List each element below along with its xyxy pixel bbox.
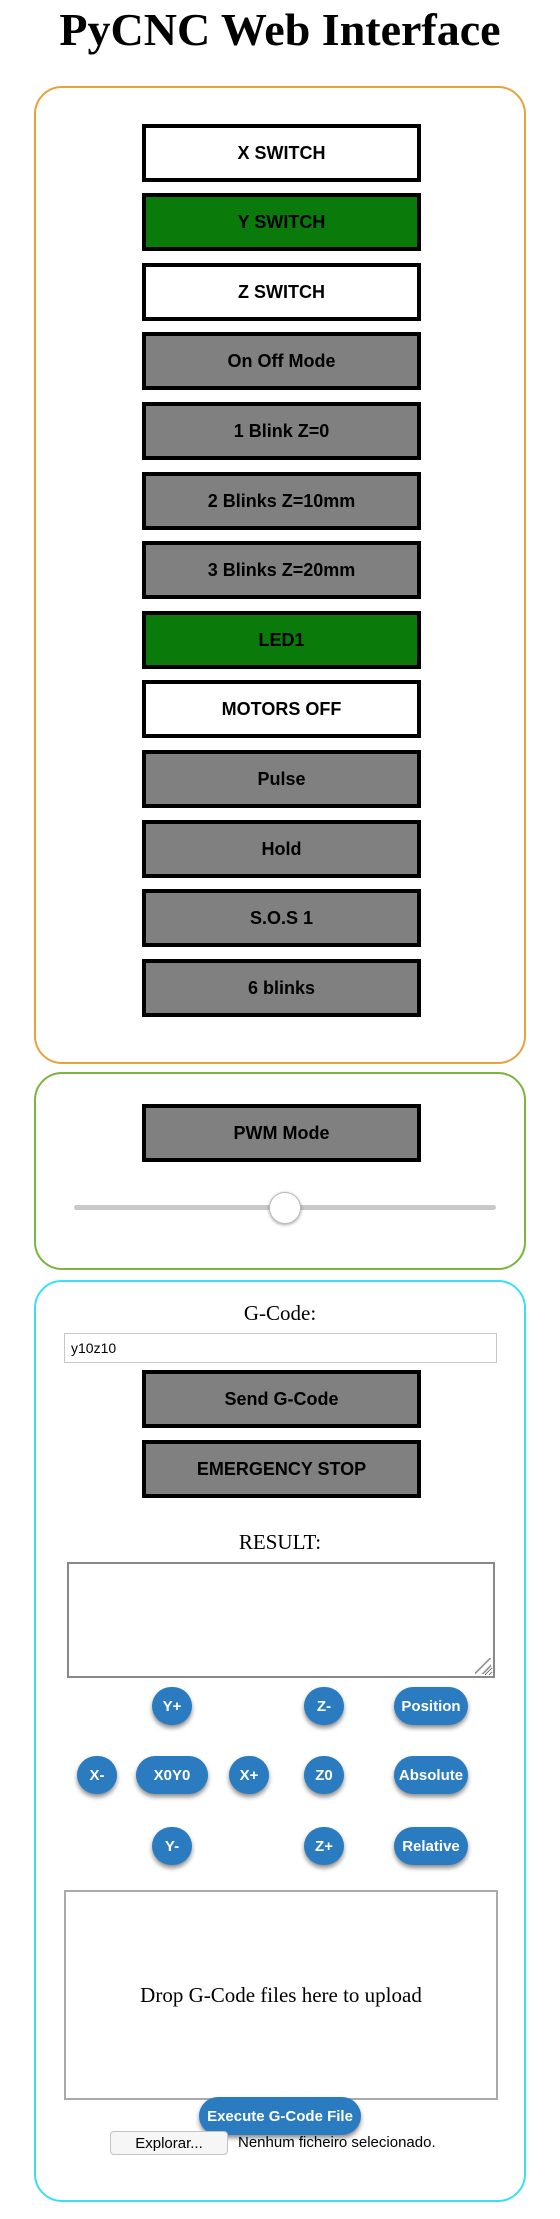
file-status-text: Nenhum ficheiro selecionado.	[238, 2134, 436, 2151]
sos1-button[interactable]: S.O.S 1	[142, 889, 421, 947]
pwm-mode-button[interactable]: PWM Mode	[142, 1104, 421, 1162]
hold-button[interactable]: Hold	[142, 820, 421, 878]
absolute-button[interactable]: Absolute	[394, 1756, 468, 1794]
dropzone-text: Drop G-Code files here to upload	[140, 1982, 422, 2007]
y-switch-button[interactable]: Y SWITCH	[142, 193, 421, 251]
position-button[interactable]: Position	[394, 1687, 468, 1725]
jog-z-plus-button[interactable]: Z+	[304, 1827, 344, 1865]
x-switch-button[interactable]: X SWITCH	[142, 124, 421, 182]
jog-x-minus-button[interactable]: X-	[77, 1756, 117, 1794]
two-blinks-button[interactable]: 2 Blinks Z=10mm	[142, 472, 421, 530]
motors-off-button[interactable]: MOTORS OFF	[142, 680, 421, 738]
jog-x-plus-button[interactable]: X+	[229, 1756, 269, 1794]
pwm-slider-thumb[interactable]	[269, 1192, 301, 1224]
gcode-label: G-Code:	[243, 1301, 317, 1325]
browse-file-button[interactable]: Explorar...	[110, 2131, 228, 2155]
pulse-button[interactable]: Pulse	[142, 750, 421, 808]
execute-gcode-file-button[interactable]: Execute G-Code File	[199, 2097, 361, 2135]
result-textarea[interactable]	[67, 1562, 495, 1678]
jog-y-plus-button[interactable]: Y+	[152, 1687, 192, 1725]
jog-z-minus-button[interactable]: Z-	[304, 1687, 344, 1725]
switch-panel	[34, 86, 526, 1064]
jog-y-minus-button[interactable]: Y-	[152, 1827, 192, 1865]
resize-grip-icon[interactable]	[475, 1658, 491, 1674]
led1-button[interactable]: LED1	[142, 611, 421, 669]
relative-button[interactable]: Relative	[394, 1827, 468, 1865]
one-blink-button[interactable]: 1 Blink Z=0	[142, 402, 421, 460]
send-gcode-button[interactable]: Send G-Code	[142, 1370, 421, 1428]
pwm-panel	[34, 1072, 526, 1270]
six-blinks-button[interactable]: 6 blinks	[142, 959, 421, 1017]
jog-z0-button[interactable]: Z0	[304, 1756, 344, 1794]
gcode-panel	[34, 1280, 526, 2202]
z-switch-button[interactable]: Z SWITCH	[142, 263, 421, 321]
on-off-mode-button[interactable]: On Off Mode	[142, 332, 421, 390]
page-title: PyCNC Web Interface	[59, 4, 501, 55]
jog-x0y0-button[interactable]: X0Y0	[136, 1756, 208, 1794]
gcode-dropzone[interactable]: Drop G-Code files here to upload	[64, 1890, 498, 2100]
emergency-stop-button[interactable]: EMERGENCY STOP	[142, 1440, 421, 1498]
gcode-input[interactable]	[64, 1333, 497, 1363]
result-label: RESULT:	[238, 1530, 322, 1554]
three-blinks-button[interactable]: 3 Blinks Z=20mm	[142, 541, 421, 599]
